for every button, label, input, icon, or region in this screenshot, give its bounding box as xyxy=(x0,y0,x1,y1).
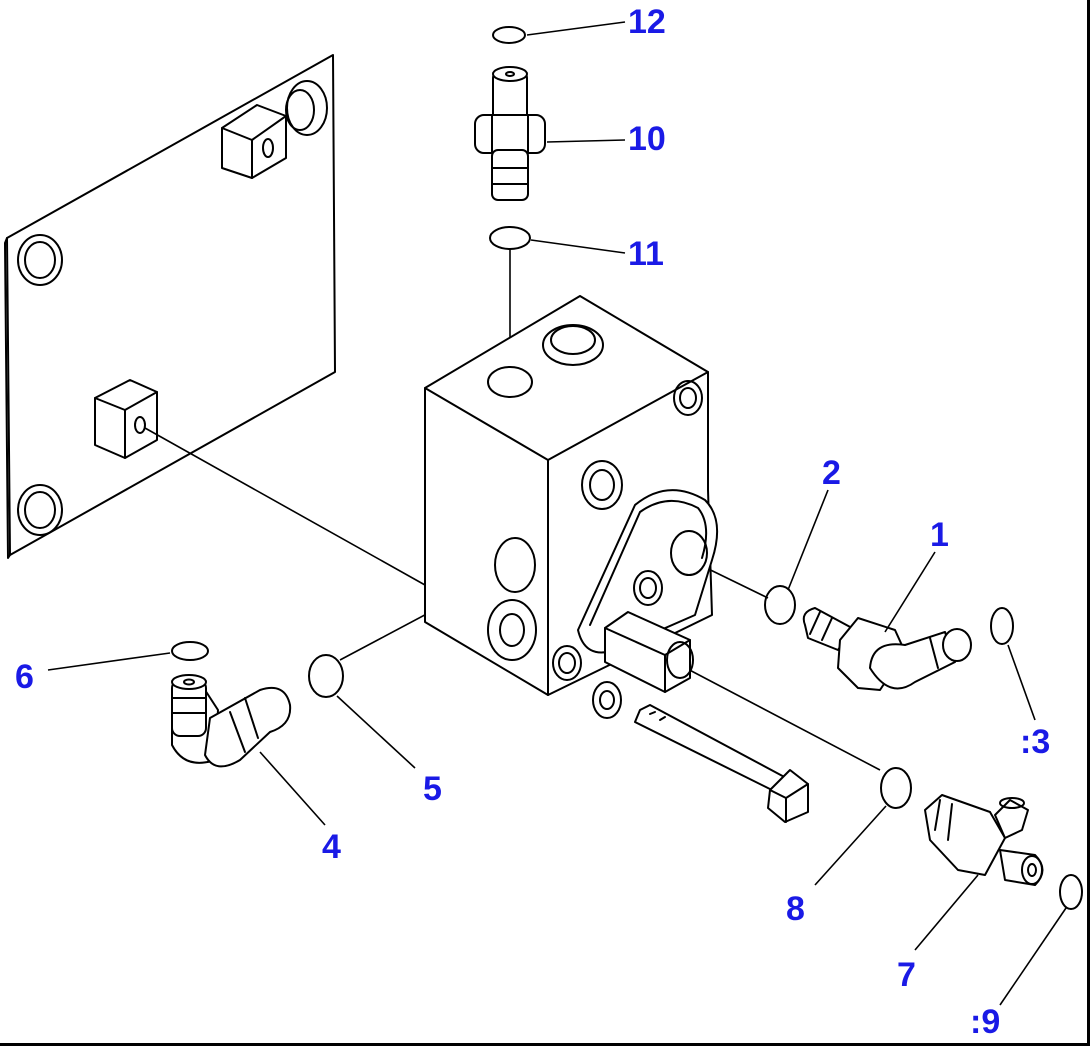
leader-3 xyxy=(1007,644,1036,721)
callout-leaders xyxy=(47,21,1067,1006)
leader-5 xyxy=(336,695,416,769)
callout-5: 5 xyxy=(423,770,442,808)
callout-4: 4 xyxy=(322,828,341,866)
leader-12 xyxy=(526,21,626,36)
leader-6 xyxy=(47,652,171,671)
part-4-elbow-fitting xyxy=(171,674,292,768)
callout-1: 1 xyxy=(930,516,949,554)
callout-3: :3 xyxy=(1020,723,1051,761)
callout-10: 10 xyxy=(628,120,666,158)
leader-4 xyxy=(259,751,326,826)
flange-plate xyxy=(577,489,719,693)
washer xyxy=(592,681,622,719)
callout-9: :9 xyxy=(970,1003,1001,1041)
part-5-o-ring xyxy=(308,654,344,698)
callout-6: 6 xyxy=(15,658,34,696)
part-7-check-valve xyxy=(924,794,1044,886)
callout-8: 8 xyxy=(786,890,805,928)
part-10-fitting xyxy=(474,66,546,201)
part-6-o-ring xyxy=(171,641,209,661)
leader-1 xyxy=(884,551,936,633)
leader-8 xyxy=(814,805,887,886)
callout-12: 12 xyxy=(628,3,666,41)
bolt xyxy=(634,704,809,823)
callout-11: 11 xyxy=(628,235,664,273)
mounting-plate xyxy=(4,54,336,559)
leader-9 xyxy=(999,907,1067,1006)
part-3-o-ring xyxy=(990,607,1014,645)
leader-2 xyxy=(787,489,829,591)
part-9-o-ring xyxy=(1059,874,1083,910)
callout-2: 2 xyxy=(822,454,841,492)
leader-11 xyxy=(530,239,626,254)
part-11-o-ring xyxy=(489,226,531,250)
leader-7 xyxy=(914,874,979,951)
part-12-o-ring xyxy=(492,26,526,44)
part-8-o-ring xyxy=(880,767,912,809)
callout-7: 7 xyxy=(897,956,916,994)
part-2-o-ring xyxy=(764,585,796,625)
leader-10 xyxy=(546,139,626,143)
part-1-elbow-fitting xyxy=(802,607,972,691)
